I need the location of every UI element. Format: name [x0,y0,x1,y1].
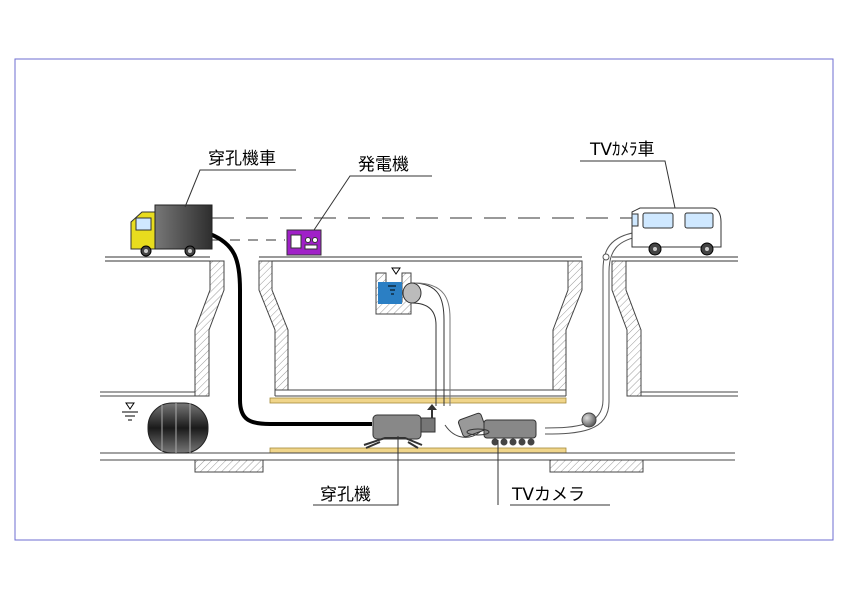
tv-camera-icon [457,412,537,446]
camera-cable [544,231,643,435]
middle-manhole-wall [258,260,583,397]
drill-hose [209,232,372,426]
ground-surface [105,256,738,262]
drill-camera-link [444,424,481,438]
cable-roller-ball [581,412,597,428]
tv-camera-truck-label: TVｶﾒﾗ車 [589,140,655,160]
lower-board [269,447,567,454]
water-level-icon [122,402,138,421]
upper-board [269,397,567,404]
tv-camera-label: TVカメラ [511,485,585,505]
water-tank-icon [375,267,412,315]
leader-lines [184,160,676,506]
pipe-floor [100,452,735,473]
truck-icon [130,204,213,257]
drill-machine-icon [363,404,437,449]
drill-machine-label: 穿孔機 [320,485,371,505]
generator-icon [286,229,322,256]
diagram-frame [14,58,834,541]
van-icon [631,207,722,256]
water-hose [402,282,451,406]
generator-label: 発電機 [358,155,409,175]
left-manhole-wall [100,260,225,397]
right-manhole-wall [611,260,738,397]
drill-truck-label: 穿孔機車 [208,149,276,169]
packer-plug-icon [147,402,209,454]
